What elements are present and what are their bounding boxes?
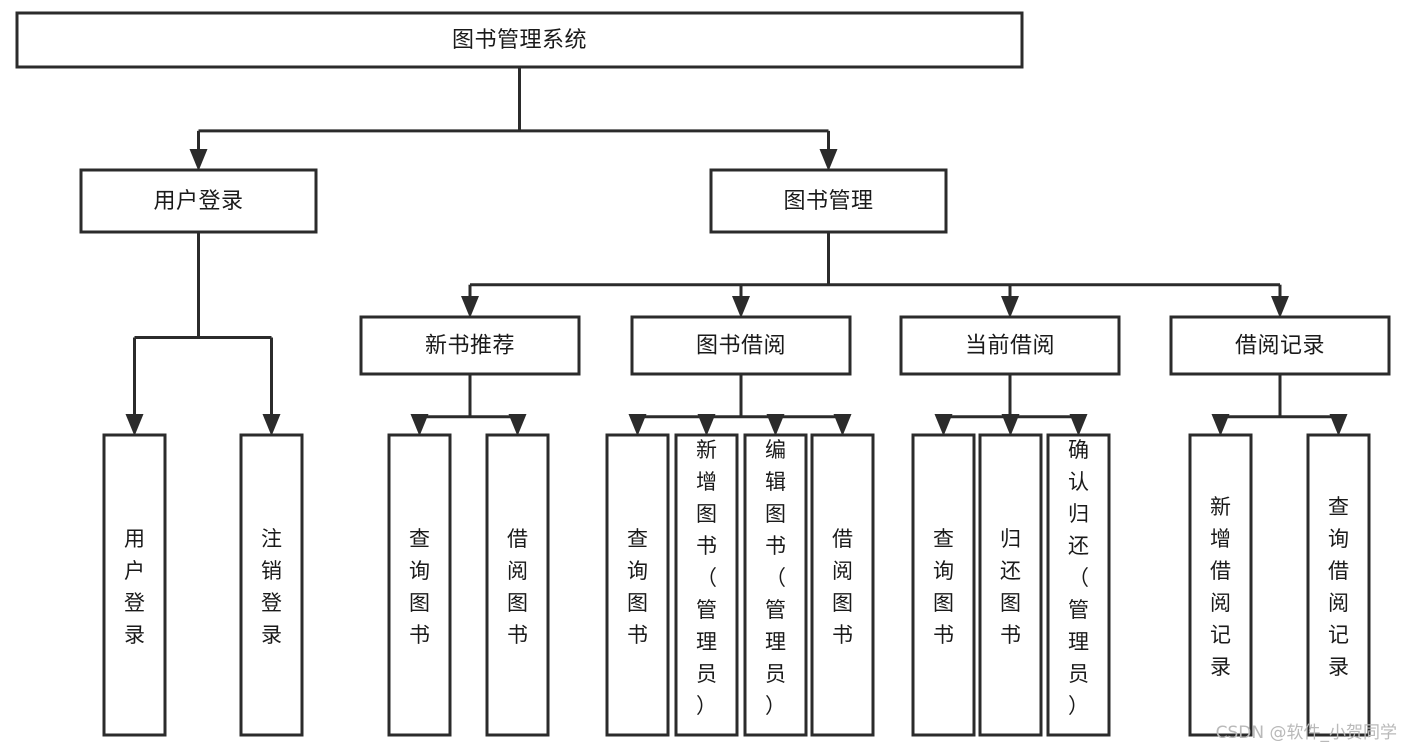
node-box-new-book-recommend	[359, 315, 581, 376]
node-box-current-borrow	[899, 315, 1121, 376]
node-box-leaf-borrow-book-rec	[485, 433, 550, 737]
node-leaf-query-borrow-record[interactable]: 查询借阅记录	[1306, 433, 1371, 737]
arrow-head	[833, 414, 852, 436]
node-label-leaf-query-book-borrow: 查询图书	[627, 527, 648, 647]
node-box-root	[15, 11, 1024, 69]
node-leaf-add-borrow-record[interactable]: 新增借阅记录	[1188, 433, 1253, 737]
arrow-head	[125, 414, 144, 436]
arrow-head	[1271, 296, 1289, 318]
arrow-head	[262, 414, 281, 436]
node-label-leaf-user-logout: 注销登录	[261, 527, 282, 647]
node-leaf-confirm-return-admin[interactable]: 确认归还（管理员）	[1046, 433, 1111, 737]
edge-group-new-book-recommend	[410, 374, 527, 436]
node-label-leaf-query-borrow-record: 查询借阅记录	[1328, 495, 1349, 679]
node-leaf-query-book-borrow[interactable]: 查询图书	[605, 433, 670, 737]
node-box-leaf-query-book-borrow	[605, 433, 670, 737]
arrow-head	[697, 414, 716, 436]
arrow-head	[410, 414, 429, 436]
node-box-leaf-return-book	[978, 433, 1043, 737]
edge-group-current-borrow	[934, 374, 1088, 436]
node-label-leaf-borrow-book: 借阅图书	[832, 527, 853, 647]
node-new-book-recommend[interactable]: 新书推荐	[359, 315, 581, 376]
node-box-leaf-query-book-cur	[911, 433, 976, 737]
arrow-head	[1001, 414, 1020, 436]
node-label-leaf-query-book-cur: 查询图书	[933, 527, 954, 647]
arrow-head	[1211, 414, 1230, 436]
node-label-user-login: 用户登录	[153, 189, 243, 214]
node-user-login[interactable]: 用户登录	[79, 168, 318, 234]
node-box-leaf-query-borrow-record	[1306, 433, 1371, 737]
edge-group-book-manage	[461, 232, 1289, 318]
arrow-head	[1069, 414, 1088, 436]
edge-group-root	[189, 67, 838, 171]
node-label-new-book-recommend: 新书推荐	[425, 334, 515, 359]
arrow-head	[1001, 296, 1019, 318]
arrow-head	[628, 414, 647, 436]
node-box-leaf-confirm-return-admin	[1046, 433, 1111, 737]
node-current-borrow[interactable]: 当前借阅	[899, 315, 1121, 376]
nodes-layer: 图书管理系统用户登录图书管理新书推荐图书借阅当前借阅借阅记录用户登录注销登录查询…	[15, 11, 1391, 737]
node-borrow-record[interactable]: 借阅记录	[1169, 315, 1391, 376]
node-leaf-borrow-book[interactable]: 借阅图书	[810, 433, 875, 737]
node-book-borrow[interactable]: 图书借阅	[630, 315, 852, 376]
node-book-manage[interactable]: 图书管理	[709, 168, 948, 234]
node-leaf-edit-book-admin[interactable]: 编辑图书（管理员）	[743, 433, 808, 737]
node-box-user-login	[79, 168, 318, 234]
node-box-book-borrow	[630, 315, 852, 376]
node-label-leaf-edit-book-admin: 编辑图书（管理员）	[765, 438, 786, 718]
arrow-head	[461, 296, 479, 318]
node-leaf-query-book-rec[interactable]: 查询图书	[387, 433, 452, 737]
node-label-leaf-borrow-book-rec: 借阅图书	[507, 527, 528, 647]
arrow-head	[732, 296, 750, 318]
node-box-leaf-borrow-book	[810, 433, 875, 737]
node-label-leaf-confirm-return-admin: 确认归还（管理员）	[1068, 438, 1089, 718]
node-label-root: 图书管理系统	[452, 28, 587, 53]
node-leaf-user-logout[interactable]: 注销登录	[239, 433, 304, 737]
node-leaf-return-book[interactable]: 归还图书	[978, 433, 1043, 737]
node-box-leaf-user-logout	[239, 433, 304, 737]
arrow-head	[189, 149, 208, 171]
edges-layer	[125, 67, 1348, 436]
node-leaf-user-login[interactable]: 用户登录	[102, 433, 167, 737]
edge-group-borrow-record	[1211, 374, 1348, 436]
node-label-leaf-query-book-rec: 查询图书	[409, 527, 430, 647]
node-box-leaf-query-book-rec	[387, 433, 452, 737]
node-box-leaf-edit-book-admin	[743, 433, 808, 737]
arrow-head	[934, 414, 953, 436]
arrow-head	[766, 414, 785, 436]
node-label-leaf-add-book-admin: 新增图书（管理员）	[696, 438, 717, 718]
arrow-head	[819, 149, 838, 171]
node-box-leaf-add-book-admin	[674, 433, 739, 737]
node-box-leaf-user-login	[102, 433, 167, 737]
node-box-leaf-add-borrow-record	[1188, 433, 1253, 737]
node-box-borrow-record	[1169, 315, 1391, 376]
node-label-leaf-return-book: 归还图书	[1000, 527, 1021, 647]
node-leaf-add-book-admin[interactable]: 新增图书（管理员）	[674, 433, 739, 737]
node-label-borrow-record: 借阅记录	[1235, 334, 1325, 359]
edge-group-book-borrow	[628, 374, 852, 436]
edge-group-user-login	[125, 232, 281, 436]
node-label-book-borrow: 图书借阅	[696, 334, 786, 359]
node-box-book-manage	[709, 168, 948, 234]
node-leaf-borrow-book-rec[interactable]: 借阅图书	[485, 433, 550, 737]
arrow-head	[508, 414, 527, 436]
node-label-leaf-user-login: 用户登录	[124, 527, 145, 647]
node-label-current-borrow: 当前借阅	[965, 334, 1055, 359]
node-root[interactable]: 图书管理系统	[15, 11, 1024, 69]
arrow-head	[1329, 414, 1348, 436]
node-label-leaf-add-borrow-record: 新增借阅记录	[1210, 495, 1231, 679]
node-leaf-query-book-cur[interactable]: 查询图书	[911, 433, 976, 737]
node-label-book-manage: 图书管理	[783, 189, 873, 214]
